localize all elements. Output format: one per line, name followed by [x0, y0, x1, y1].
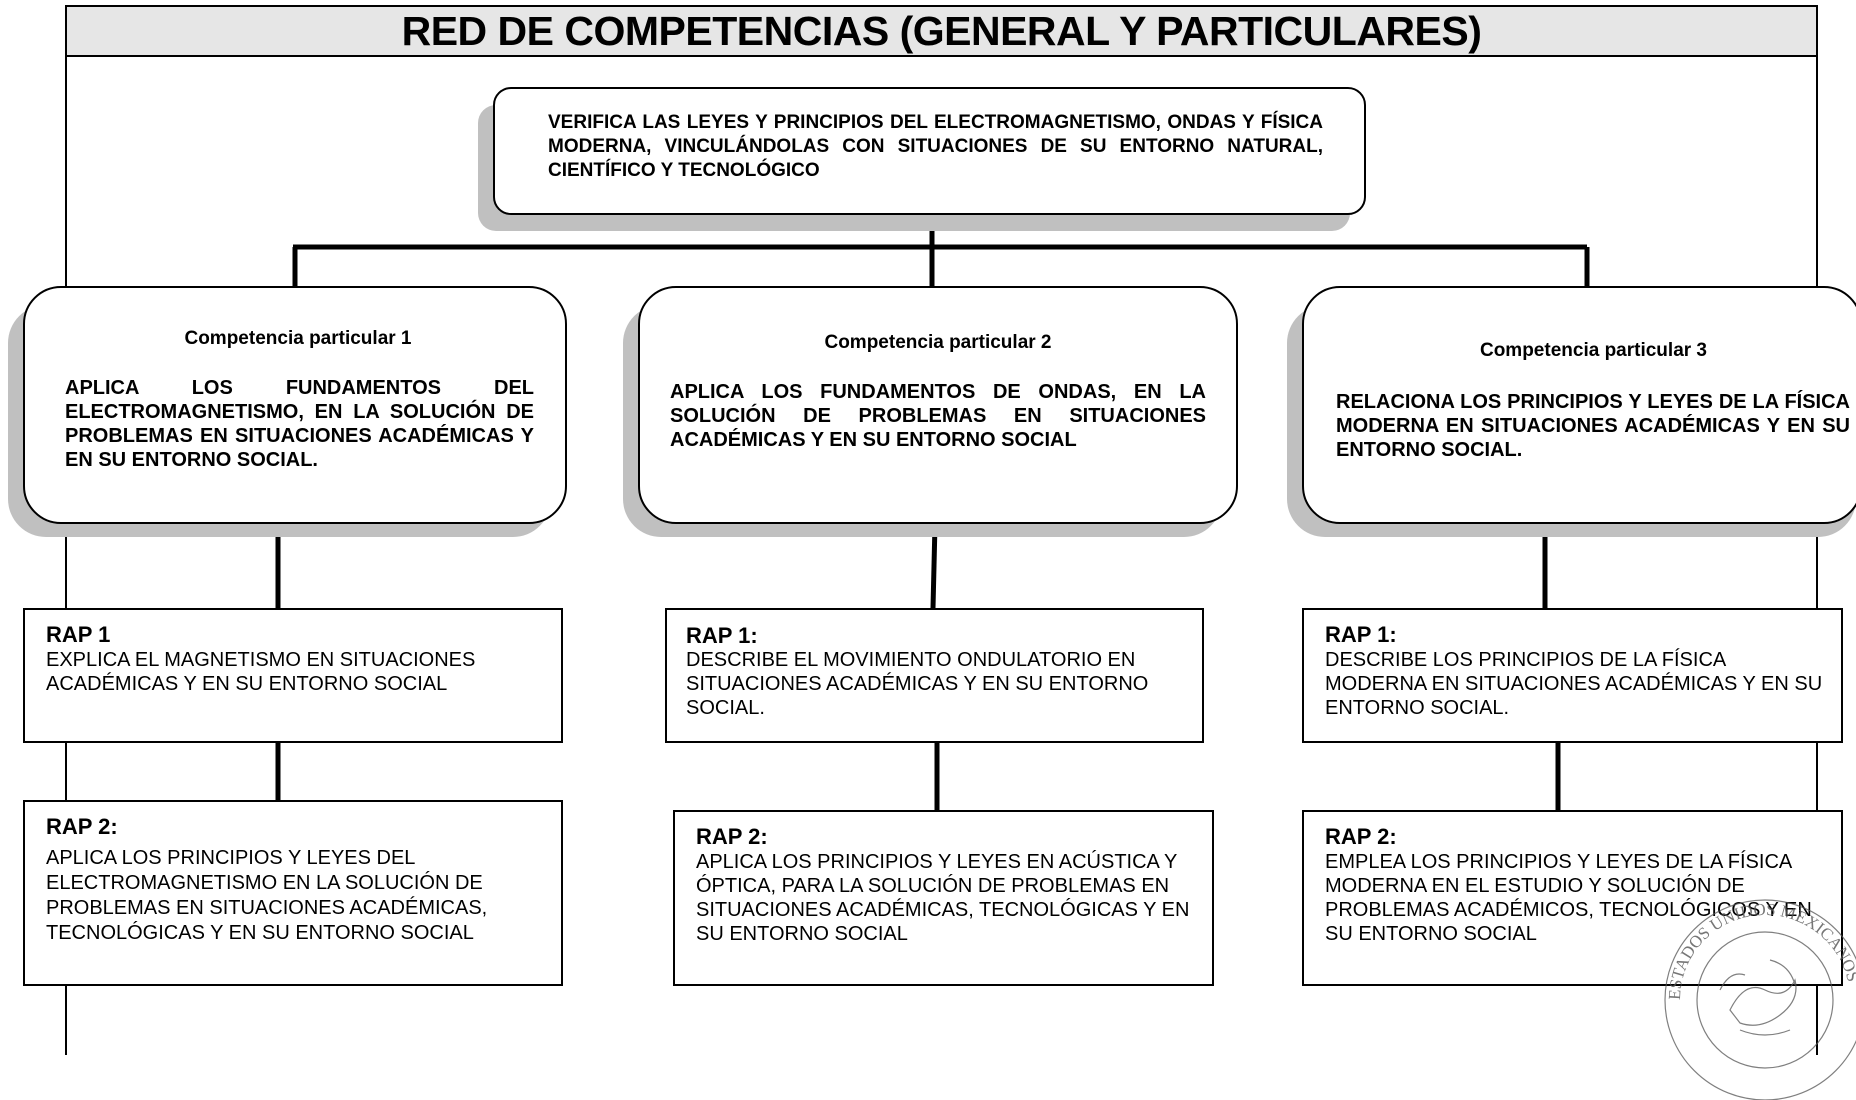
cp2-heading: Competencia particular 2: [824, 332, 1052, 353]
cp1-rap1-text: EXPLICA EL MAGNETISMO EN SITUACIONES ACA…: [46, 649, 476, 695]
cp1-rap1-box: RAP 1 EXPLICA EL MAGNETISMO EN SITUACION…: [23, 608, 563, 743]
cp1-heading: Competencia particular 1: [184, 328, 412, 349]
cp1-text: APLICA LOS FUNDAMENTOS DEL ELECTROMAGNET…: [65, 377, 534, 471]
cp3-heading: Competencia particular 3: [1479, 340, 1708, 361]
cp2-rap2-text: APLICA LOS PRINCIPIOS Y LEYES EN ACÚSTIC…: [696, 851, 1190, 945]
cp3-rap2-box: RAP 2: EMPLEA LOS PRINCIPIOS Y LEYES DE …: [1302, 810, 1843, 986]
cp2-box: [638, 286, 1238, 524]
seal-text: ESTADOS UNIDOS MEXICANOS: [1665, 900, 1856, 1001]
cp1-rap1-title: RAP 1: [46, 622, 111, 647]
general-competence-box: [493, 87, 1366, 215]
cp2-rap1-text: DESCRIBE EL MOVIMIENTO ONDULATORIO EN SI…: [686, 649, 1149, 719]
cp3-rap2-text: EMPLEA LOS PRINCIPIOS Y LEYES DE LA FÍSI…: [1325, 851, 1812, 945]
connector-lines: [275, 214, 1590, 810]
cp2-rap2-box: RAP 2: APLICA LOS PRINCIPIOS Y LEYES EN …: [673, 810, 1214, 986]
cp3-text: RELACIONA LOS PRINCIPIOS Y LEYES DE LA F…: [1336, 391, 1850, 461]
cp3-rap1-text: DESCRIBE LOS PRINCIPIOS DE LA FÍSICA MOD…: [1325, 649, 1823, 719]
cp2-rap1-title: RAP 1:: [686, 623, 758, 648]
cp1-rap2-title: RAP 2:: [46, 814, 118, 839]
title-bar: RED DE COMPETENCIAS (GENERAL Y PARTICULA…: [65, 5, 1818, 57]
cp2-rap1-box: RAP 1: DESCRIBE EL MOVIMIENTO ONDULATORI…: [665, 608, 1204, 743]
page-title: RED DE COMPETENCIAS (GENERAL Y PARTICULA…: [401, 7, 1482, 54]
svg-text:ESTADOS UNIDOS MEXICANOS: ESTADOS UNIDOS MEXICANOS: [1665, 900, 1856, 1001]
cp1-rap2-box: RAP 2: APLICA LOS PRINCIPIOS Y LEYES DEL…: [23, 800, 563, 986]
general-competence-text: VERIFICA LAS LEYES Y PRINCIPIOS DEL ELEC…: [548, 112, 1323, 181]
cp2-rap2-title: RAP 2:: [696, 824, 768, 849]
cp3-rap1-title: RAP 1:: [1325, 622, 1397, 647]
cp1-rap2-text: APLICA LOS PRINCIPIOS Y LEYES DEL ELECTR…: [46, 847, 488, 944]
cp3-rap2-title: RAP 2:: [1325, 824, 1397, 849]
cp3-box: [1302, 286, 1856, 524]
cp1-box: [23, 286, 567, 524]
cp2-text: APLICA LOS FUNDAMENTOS DE ONDAS, EN LA S…: [670, 381, 1206, 451]
connector-cp2-rap1: [930, 523, 938, 609]
official-seal-icon: ESTADOS UNIDOS MEXICANOS: [1664, 899, 1856, 1100]
cp3-rap1-box: RAP 1: DESCRIBE LOS PRINCIPIOS DE LA FÍS…: [1302, 608, 1843, 743]
